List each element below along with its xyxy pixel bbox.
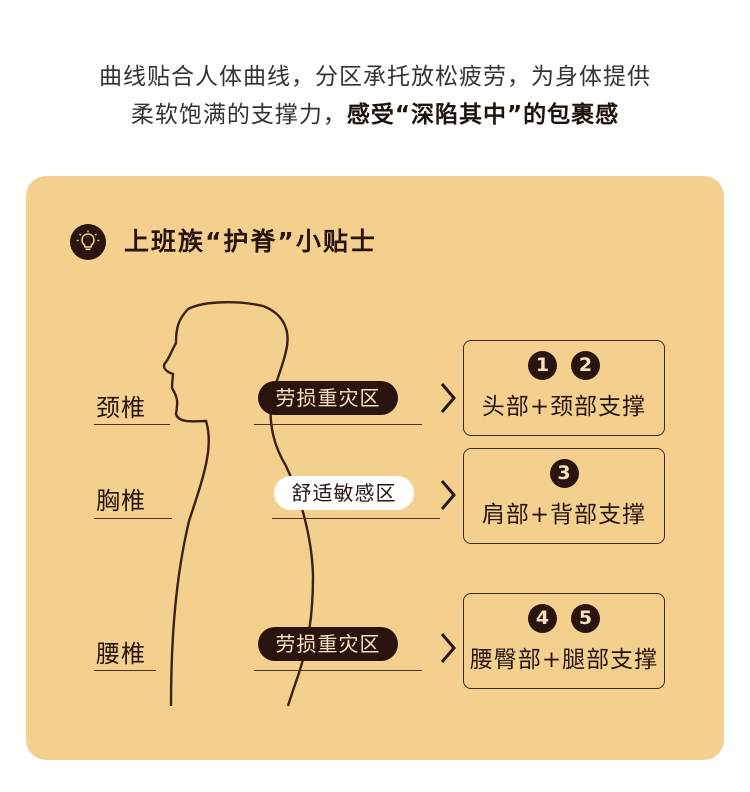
chevron-right-icon bbox=[440, 383, 456, 413]
segment-divider bbox=[94, 518, 172, 519]
intro-line-2-plain: 柔软饱满的支撑力， bbox=[130, 102, 347, 128]
intro-line-2: 柔软饱满的支撑力，感受“深陷其中”的包裹感 bbox=[0, 96, 750, 134]
intro-text: 曲线贴合人体曲线，分区承托放松疲劳，为身体提供 柔软饱满的支撑力，感受“深陷其中… bbox=[0, 58, 750, 134]
support-text: 腰臀部+腿部支撑 bbox=[469, 647, 659, 673]
segment-divider bbox=[94, 670, 156, 671]
support-box-shoulder-back: 3 肩部+背部支撑 bbox=[463, 448, 665, 544]
number-badge: 1 bbox=[528, 351, 557, 380]
support-text: 肩部+背部支撑 bbox=[481, 502, 647, 528]
intro-line-1: 曲线贴合人体曲线，分区承托放松疲劳，为身体提供 bbox=[99, 64, 651, 90]
badge-row: 1 2 bbox=[464, 351, 664, 380]
badge-row: 3 bbox=[464, 459, 664, 488]
segment-label-cervical: 颈椎 bbox=[96, 394, 146, 422]
segment-label-lumbar: 腰椎 bbox=[96, 640, 146, 668]
zone-underline bbox=[254, 424, 422, 425]
lightbulb-icon bbox=[70, 224, 106, 260]
support-text: 头部+颈部支撑 bbox=[481, 394, 647, 420]
support-box-head-neck: 1 2 头部+颈部支撑 bbox=[463, 340, 665, 436]
zone-pill-thoracic: 舒适敏感区 bbox=[274, 476, 414, 510]
spine-tips-card: 上班族“护脊”小贴士 颈椎 劳损重灾区 1 2 头部+颈部支撑 胸椎 舒适敏感区… bbox=[26, 176, 724, 760]
tips-title: 上班族“护脊”小贴士 bbox=[124, 227, 377, 256]
number-badge: 2 bbox=[571, 351, 600, 380]
zone-pill-cervical: 劳损重灾区 bbox=[258, 381, 398, 415]
intro-line-2-bold: 感受“深陷其中”的包裹感 bbox=[346, 102, 620, 128]
zone-pill-lumbar: 劳损重灾区 bbox=[258, 627, 398, 661]
zone-underline bbox=[254, 670, 422, 671]
segment-divider bbox=[94, 424, 170, 425]
chevron-right-icon bbox=[440, 633, 456, 663]
zone-underline bbox=[272, 518, 440, 519]
support-box-hip-leg: 4 5 腰臀部+腿部支撑 bbox=[463, 593, 665, 689]
number-badge: 4 bbox=[528, 604, 557, 633]
badge-row: 4 5 bbox=[464, 604, 664, 633]
human-silhouette bbox=[162, 301, 315, 707]
number-badge: 5 bbox=[571, 604, 600, 633]
chevron-right-icon bbox=[440, 480, 456, 510]
segment-label-thoracic: 胸椎 bbox=[96, 487, 146, 515]
number-badge: 3 bbox=[549, 459, 579, 488]
